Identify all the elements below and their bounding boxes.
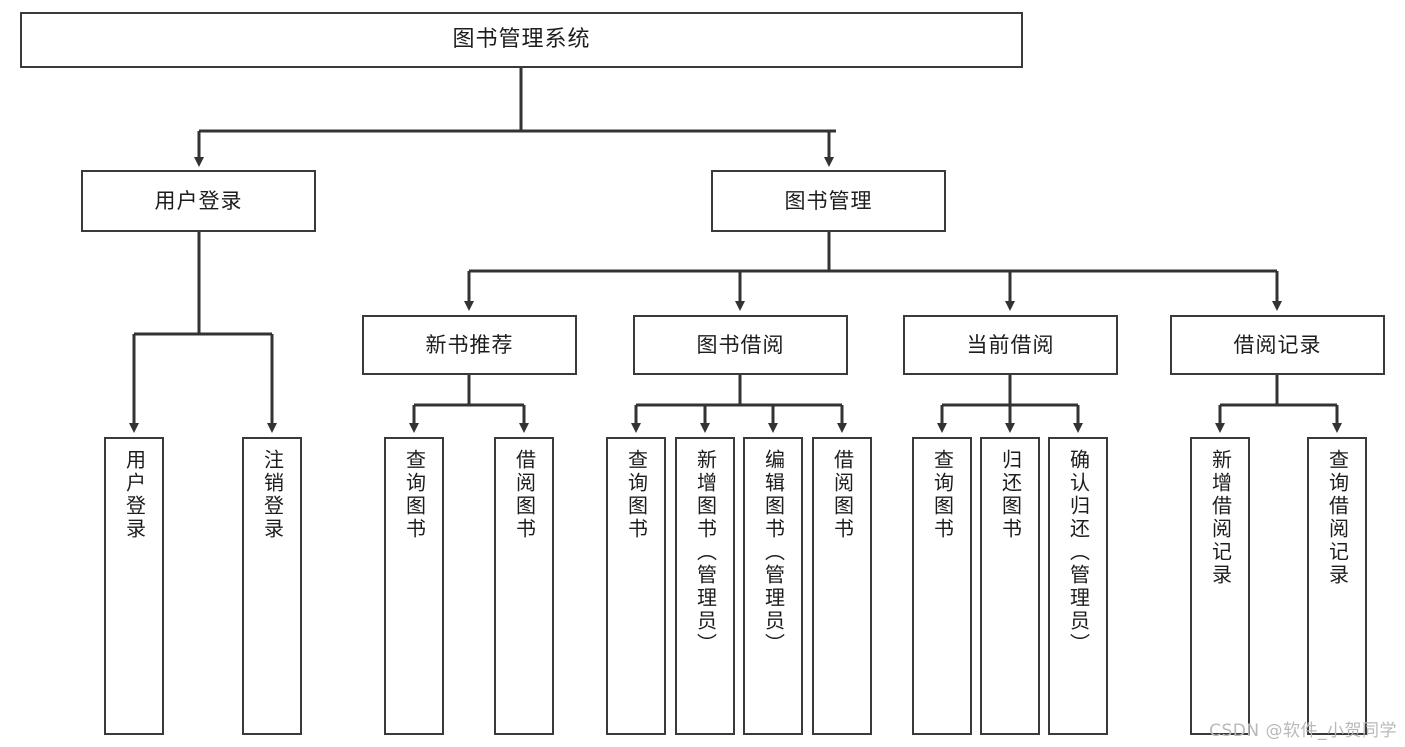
leaf-book-borrow-0[interactable]: 查询图书	[606, 437, 666, 735]
leaf-label: 查询借阅记录	[1325, 449, 1350, 587]
leaf-label: 查询图书	[624, 449, 649, 541]
node-book-borrow-label: 图书借阅	[696, 332, 785, 357]
leaf-user-login-1[interactable]: 注销登录	[242, 437, 302, 735]
leaf-label: 用户登录	[122, 449, 147, 541]
node-current-borrow[interactable]: 当前借阅	[903, 315, 1118, 375]
leaf-label: 确认归还（管理员）	[1066, 449, 1091, 656]
leaf-label: 新增图书（管理员）	[693, 449, 718, 656]
leaf-current-borrow-0[interactable]: 查询图书	[912, 437, 972, 735]
node-root[interactable]: 图书管理系统	[20, 12, 1023, 68]
leaf-new-book-recommend-0[interactable]: 查询图书	[384, 437, 444, 735]
leaf-label: 编辑图书（管理员）	[761, 449, 786, 656]
leaf-label: 查询图书	[930, 449, 955, 541]
leaf-book-borrow-1[interactable]: 新增图书（管理员）	[675, 437, 735, 735]
leaf-book-borrow-2[interactable]: 编辑图书（管理员）	[743, 437, 803, 735]
leaf-label: 借阅图书	[512, 449, 537, 541]
node-root-label: 图书管理系统	[452, 27, 591, 53]
leaf-current-borrow-2[interactable]: 确认归还（管理员）	[1048, 437, 1108, 735]
leaf-current-borrow-1[interactable]: 归还图书	[980, 437, 1040, 735]
node-new-book-recommend[interactable]: 新书推荐	[362, 315, 577, 375]
node-user-login[interactable]: 用户登录	[81, 170, 316, 232]
node-book-borrow[interactable]: 图书借阅	[633, 315, 848, 375]
leaf-label: 查询图书	[402, 449, 427, 541]
leaf-user-login-0[interactable]: 用户登录	[104, 437, 164, 735]
node-user-login-label: 用户登录	[154, 188, 243, 213]
node-book-manage[interactable]: 图书管理	[711, 170, 946, 232]
leaf-label: 借阅图书	[830, 449, 855, 541]
leaf-borrow-record-1[interactable]: 查询借阅记录	[1307, 437, 1367, 735]
leaf-label: 归还图书	[998, 449, 1023, 541]
leaf-borrow-record-0[interactable]: 新增借阅记录	[1190, 437, 1250, 735]
node-new-book-recommend-label: 新书推荐	[425, 332, 514, 357]
node-borrow-record[interactable]: 借阅记录	[1170, 315, 1385, 375]
leaf-label: 新增借阅记录	[1208, 449, 1233, 587]
leaf-label: 注销登录	[260, 449, 285, 541]
node-book-manage-label: 图书管理	[784, 188, 873, 213]
leaf-new-book-recommend-1[interactable]: 借阅图书	[494, 437, 554, 735]
node-borrow-record-label: 借阅记录	[1233, 332, 1322, 357]
leaf-book-borrow-3[interactable]: 借阅图书	[812, 437, 872, 735]
watermark: CSDN @软件_小贺同学	[1209, 721, 1397, 741]
node-current-borrow-label: 当前借阅	[966, 332, 1055, 357]
